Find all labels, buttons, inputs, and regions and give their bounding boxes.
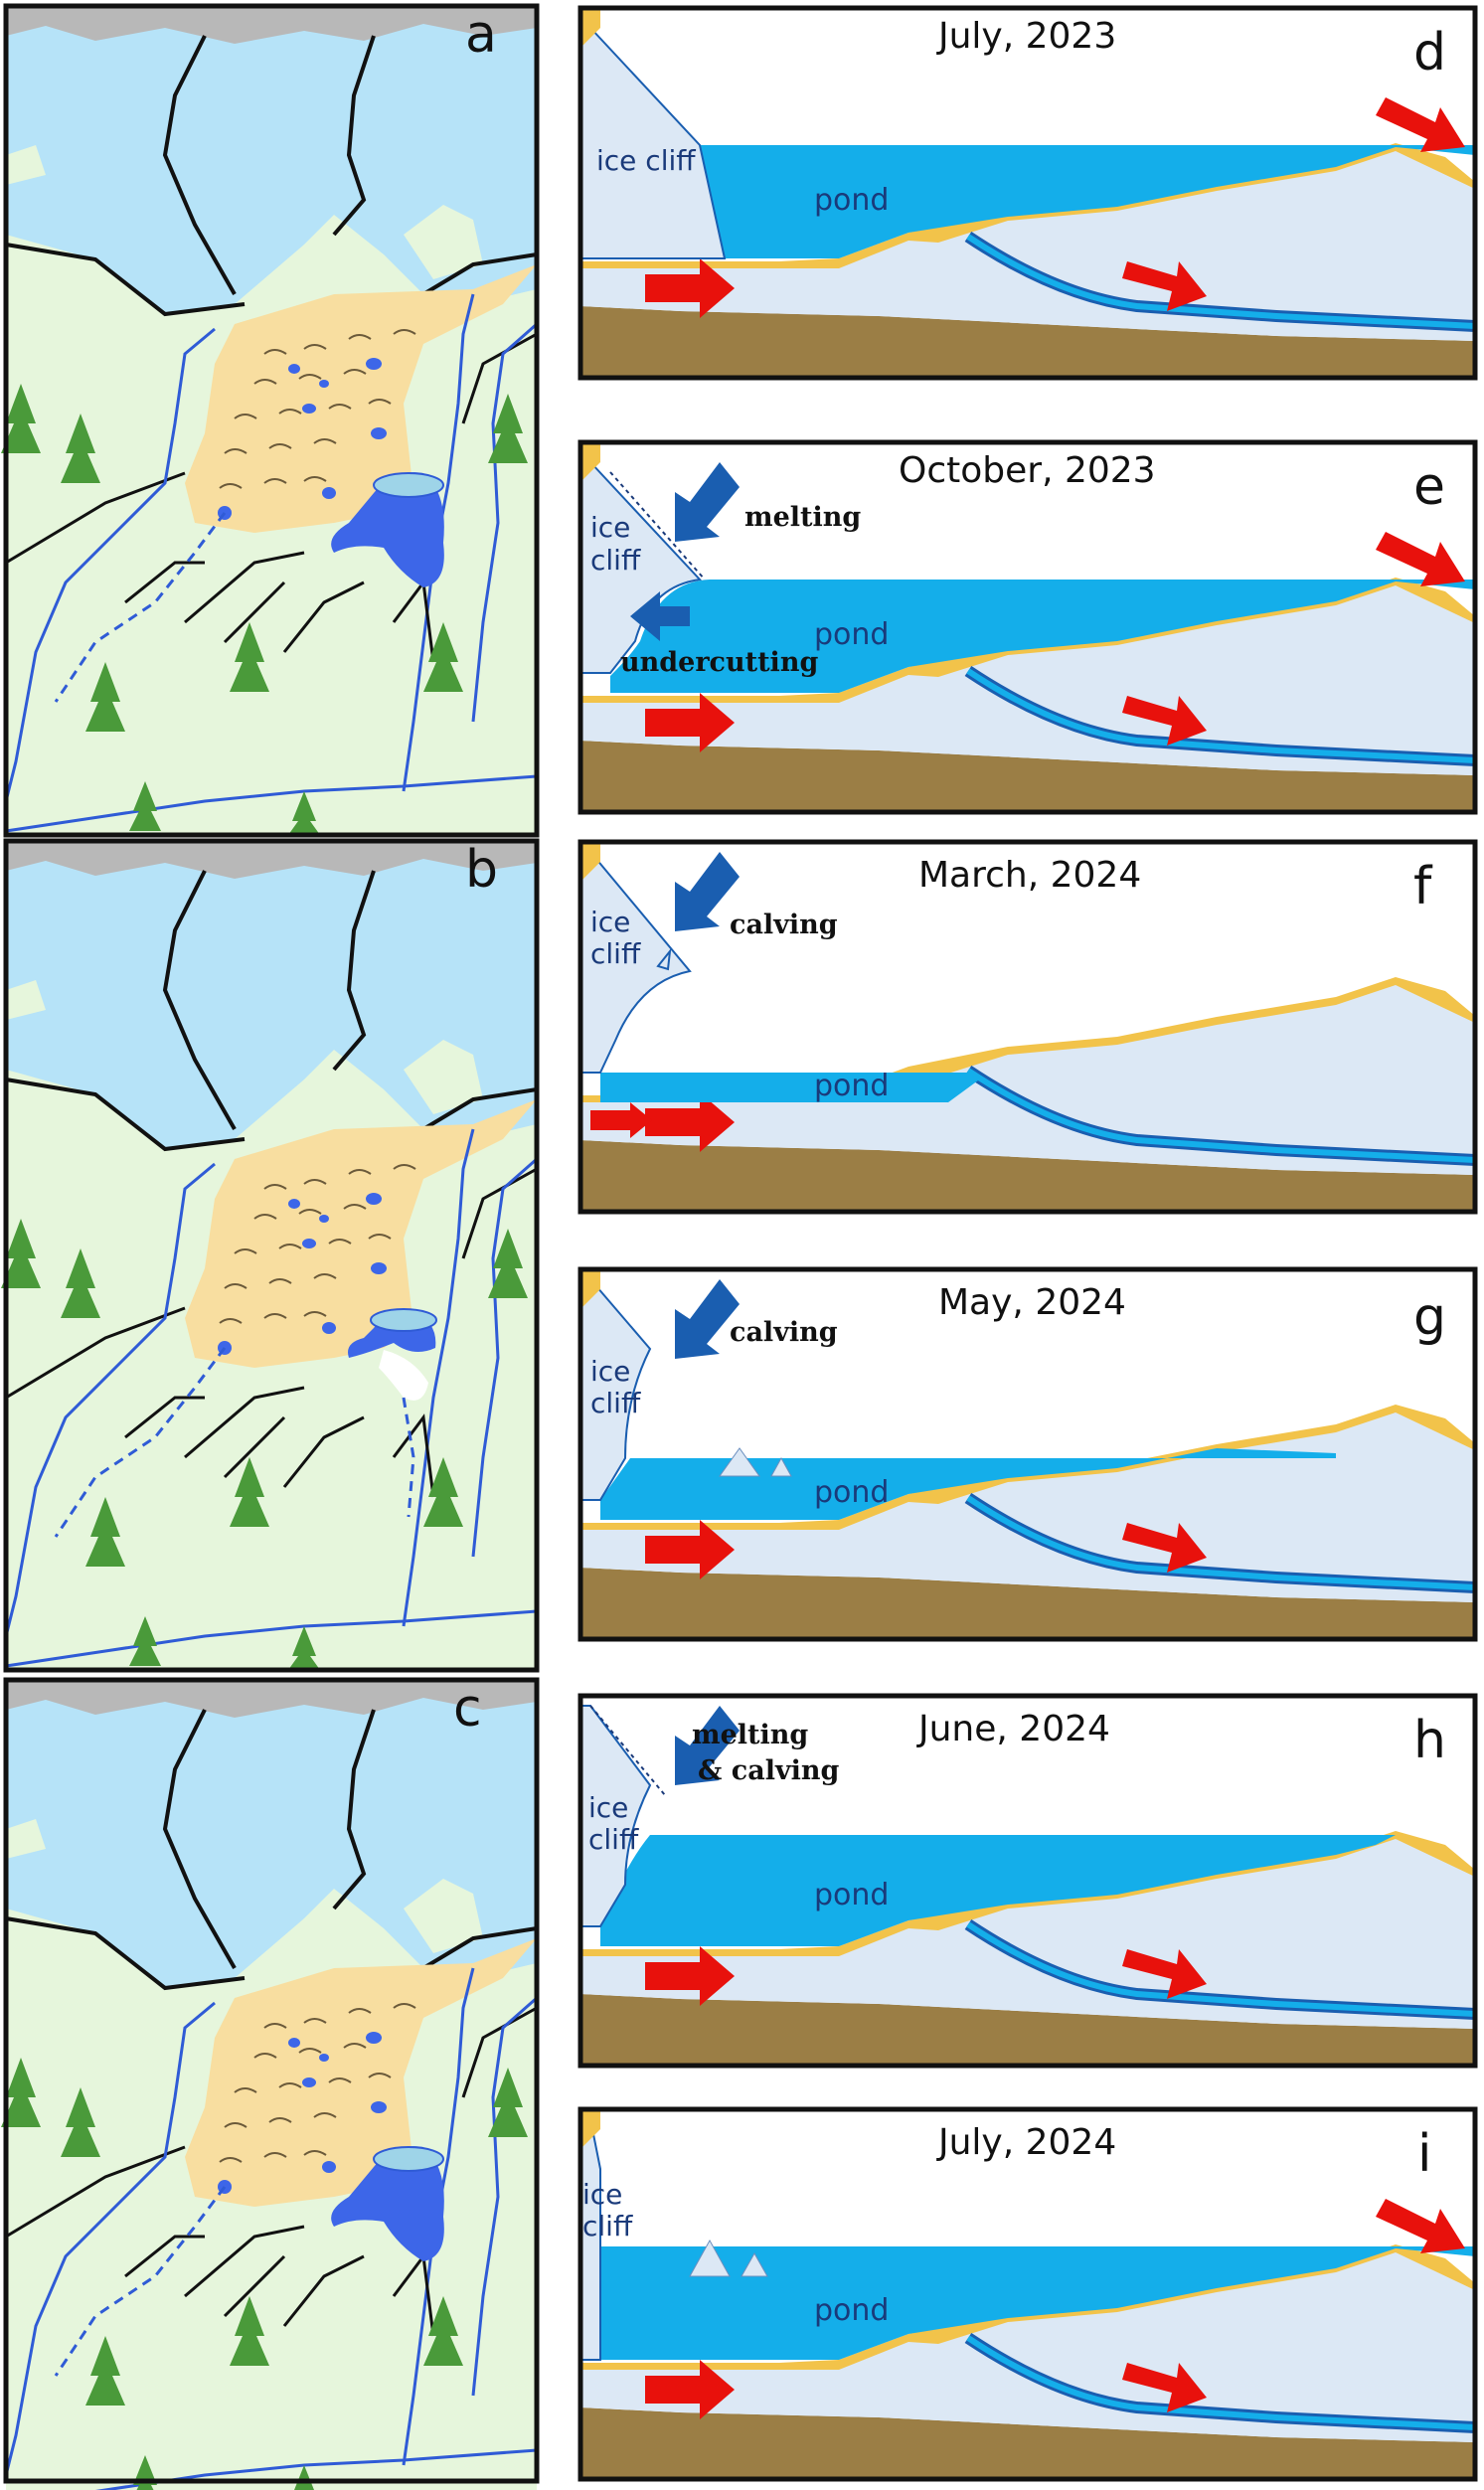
pond-label: pond	[814, 617, 889, 652]
map-panel-a: a	[0, 3, 540, 838]
map-panel-b: b	[0, 838, 540, 1673]
date-label: July, 2024	[936, 2122, 1116, 2163]
proglacial-pond	[331, 472, 444, 587]
annotation-melting: melting	[692, 1720, 808, 1750]
outflow-channel	[54, 512, 227, 703]
iceberg-2	[770, 1456, 792, 1477]
blue-arrow-undercutting	[630, 591, 690, 641]
ice-cliff	[579, 1278, 652, 1501]
panel-letter-i: i	[1417, 2124, 1431, 2184]
section-panel-h: June, 2024 ice cliff melting & calving p…	[580, 1696, 1475, 2066]
ice-cliff	[373, 472, 444, 498]
red-arrow	[590, 1102, 652, 1138]
panel-letter-e: e	[1413, 457, 1445, 517]
ice-cliff	[579, 1705, 652, 1927]
ice-cliff-label-1: ice	[590, 511, 630, 544]
date-label: May, 2024	[938, 1282, 1126, 1323]
ice-cliff-label-1: ice	[590, 906, 630, 938]
pond	[600, 1073, 978, 1102]
date-label: June, 2024	[916, 1709, 1110, 1749]
blue-arrow-calving	[675, 1279, 740, 1359]
section-panel-i: July, 2024 ice cliff pond i	[580, 2109, 1475, 2479]
outflow-channel	[54, 1347, 227, 1538]
red-arrow	[1122, 696, 1207, 746]
pond-label: pond	[814, 2293, 889, 2328]
panel-letter-b: b	[465, 840, 498, 900]
ice-cliff	[373, 2146, 444, 2172]
iceberg-1	[689, 2239, 731, 2277]
annotation-calving: calving	[730, 910, 838, 940]
annotation-calving: calving	[730, 1317, 838, 1348]
outflow-channel	[54, 2186, 227, 2377]
pond	[600, 1835, 1396, 1946]
pond	[610, 580, 1475, 693]
date-label: July, 2023	[936, 16, 1116, 57]
red-arrow-overflow	[1376, 532, 1465, 586]
proglacial-pond	[331, 2146, 444, 2261]
iceberg-2	[741, 2251, 768, 2277]
map-panel-c: c	[0, 1677, 540, 2490]
annotation-melting: melting	[744, 502, 861, 533]
red-arrow-overflow	[1376, 97, 1465, 152]
blue-arrow-calving	[675, 852, 740, 931]
ice-cliff-label-1: ice	[582, 2178, 622, 2211]
pond-label: pond	[814, 1475, 889, 1510]
pond	[600, 2246, 1475, 2360]
red-arrow	[1122, 2363, 1207, 2412]
red-arrow	[1122, 1523, 1207, 1573]
pond-label: pond	[814, 1878, 889, 1912]
section-panel-e: October, 2023 ice cliff melting undercut…	[580, 442, 1475, 812]
section-panel-d: July, 2023 ice cliff pond d	[580, 8, 1475, 378]
panel-letter-c: c	[453, 1679, 482, 1739]
ice-cliff-label-2: cliff	[590, 937, 641, 970]
panel-letter-f: f	[1413, 857, 1433, 916]
section-panel-g: May, 2024 ice cliff calving pond g	[580, 1269, 1475, 1639]
panel-letter-d: d	[1413, 23, 1446, 83]
blue-arrow-melting	[675, 462, 740, 542]
red-arrow	[1122, 261, 1207, 311]
date-label: March, 2024	[918, 855, 1141, 896]
pond-label: pond	[814, 1069, 889, 1103]
ice-cliff-label-1: ice	[590, 1355, 630, 1388]
pond	[700, 145, 1475, 258]
blue-arrow-melting-calving	[675, 1706, 740, 1785]
ice-cliff-label-2: cliff	[588, 1823, 639, 1856]
panel-letter-g: g	[1413, 1287, 1446, 1347]
drained-basin	[379, 1350, 428, 1401]
annotation-calving: & calving	[698, 1755, 840, 1786]
section-panel-f: March, 2024 ice cliff calving pond f	[580, 842, 1475, 1212]
ice-cliff	[579, 851, 692, 1074]
red-arrow	[1122, 1949, 1207, 1999]
iceberg-1	[719, 1447, 760, 1477]
ice-cliff-label-2: cliff	[590, 544, 641, 577]
ice-cliff-label: ice cliff	[596, 144, 696, 177]
outflow-channel-2	[402, 1397, 415, 1518]
red-arrow-overflow	[1376, 2199, 1465, 2253]
ice-cliff-label-2: cliff	[590, 1387, 641, 1419]
panel-letter-h: h	[1413, 1711, 1446, 1770]
ice-cliff-label-1: ice	[588, 1791, 628, 1824]
panel-letter-a: a	[465, 5, 497, 65]
pond-label: pond	[814, 183, 889, 218]
annotation-undercutting: undercutting	[620, 647, 818, 678]
ice-cliff	[370, 1308, 437, 1332]
date-label: October, 2023	[899, 450, 1156, 491]
ice-cliff-label-2: cliff	[582, 2210, 633, 2242]
